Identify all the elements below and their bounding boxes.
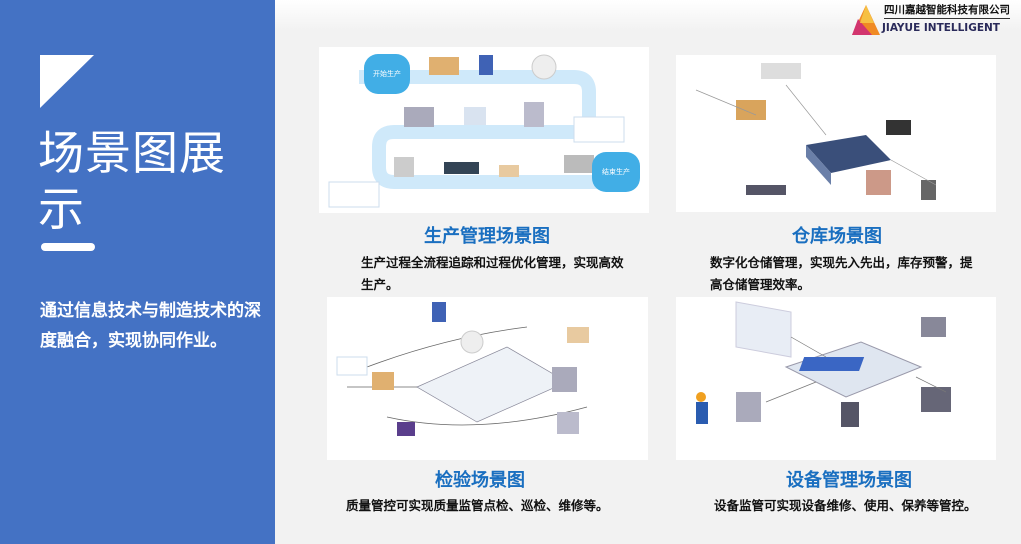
company-name-en: JIAYUE INTELLIGENT bbox=[882, 22, 1000, 34]
company-name-cn: 四川嘉越智能科技有限公司 bbox=[884, 4, 1010, 19]
equipment-scene-image bbox=[676, 297, 996, 460]
sidebar-description: 通过信息技术与制造技术的深度融合，实现协同作业。 bbox=[40, 301, 261, 351]
scene-title-equipment: 设备管理场景图 bbox=[786, 470, 912, 491]
scene-title-warehouse: 仓库场景图 bbox=[792, 226, 882, 247]
scene-desc-warehouse: 数字化仓储管理，实现先入先出，库存预警，提高仓储管理效率。 bbox=[710, 255, 973, 292]
scene-desc-equipment: 设备监管可实现设备维修、使用、保养等管控。 bbox=[714, 498, 977, 513]
page-title: 场景图展示 bbox=[38, 126, 226, 236]
company-logo: 四川嘉越智能科技有限公司 JIAYUE INTELLIGENT bbox=[852, 3, 1021, 37]
end-production-bubble: 结束生产 bbox=[592, 152, 640, 192]
title-underline bbox=[41, 243, 95, 251]
scene-title-inspection: 检验场景图 bbox=[435, 470, 525, 491]
warehouse-scene-image bbox=[676, 55, 996, 212]
triangle-decoration bbox=[40, 55, 94, 108]
sidebar: 场景图展示 通过信息技术与制造技术的深度融合，实现协同作业。 bbox=[0, 0, 275, 544]
inspection-scene-image bbox=[327, 297, 648, 460]
scene-title-production: 生产管理场景图 bbox=[424, 226, 550, 247]
top-band bbox=[275, 0, 1021, 30]
production-scene-image: 开始生产 结束生产 bbox=[319, 47, 649, 213]
scene-desc-production: 生产过程全流程追踪和过程优化管理，实现高效生产。 bbox=[361, 255, 624, 292]
scene-desc-inspection: 质量管控可实现质量监管点检、巡检、维修等。 bbox=[346, 498, 609, 513]
logo-flame-icon bbox=[852, 5, 880, 35]
start-production-bubble: 开始生产 bbox=[364, 54, 410, 94]
